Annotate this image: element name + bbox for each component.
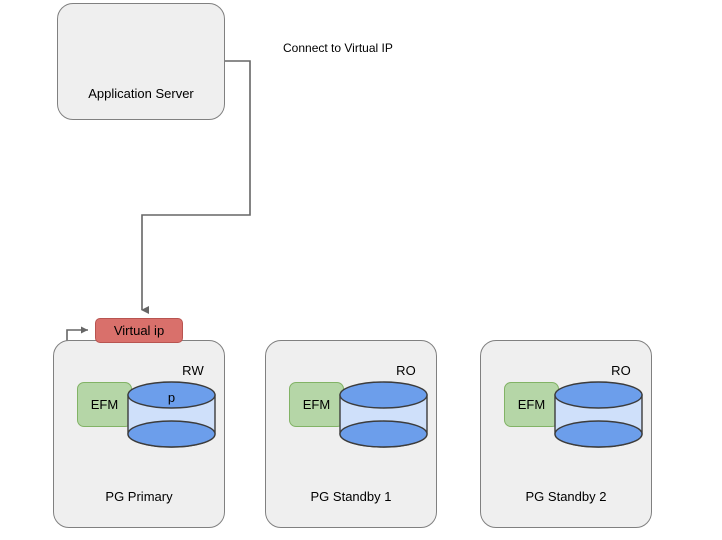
pg-primary-mode-badge: RW (182, 363, 204, 378)
pg-standby-2-efm-label: EFM (517, 397, 546, 412)
pg-primary-container[interactable]: RW EFM p PG Primary (53, 340, 225, 528)
pg-primary-efm-label: EFM (90, 397, 119, 412)
virtual-ip-label: Virtual ip (113, 323, 165, 338)
pg-standby-1-mode-badge: RO (396, 363, 416, 378)
pg-primary-database-label: p (167, 390, 176, 405)
pg-standby-1-title: PG Standby 1 (310, 489, 392, 504)
pg-standby-2-container[interactable]: RO EFM PG Standby 2 (480, 340, 652, 528)
pg-standby-2-mode-badge: RO (611, 363, 631, 378)
pg-primary-database-icon: p (127, 381, 216, 448)
pg-standby-2-efm-node[interactable]: EFM (504, 382, 559, 427)
pg-standby-2-title: PG Standby 2 (525, 489, 607, 504)
pg-primary-title: PG Primary (105, 489, 173, 504)
pg-standby-1-efm-node[interactable]: EFM (289, 382, 344, 427)
pg-standby-1-database-icon (339, 381, 428, 448)
pg-standby-1-container[interactable]: RO EFM PG Standby 1 (265, 340, 437, 528)
virtual-ip-node[interactable]: Virtual ip (95, 318, 183, 343)
edge-app-server-to-virtual-ip (141, 60, 251, 314)
application-server-node[interactable]: Application Server (57, 3, 225, 120)
pg-standby-2-database-icon (554, 381, 643, 448)
pg-primary-efm-node[interactable]: EFM (77, 382, 132, 427)
application-server-label: Application Server (88, 86, 194, 101)
pg-standby-1-efm-label: EFM (302, 397, 331, 412)
connect-to-virtual-ip-label: Connect to Virtual IP (283, 41, 393, 55)
